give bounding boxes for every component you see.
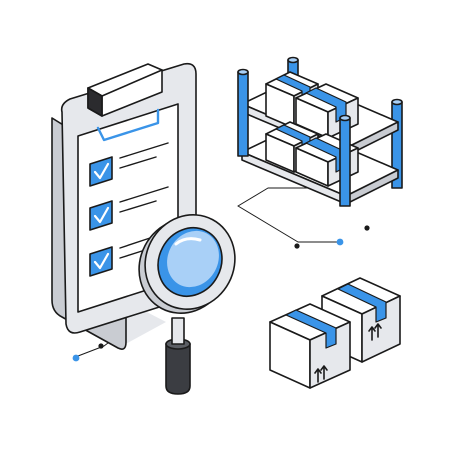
this-side-up-icon [368, 323, 382, 341]
shelf-post [339, 117, 351, 207]
lens-glare [174, 237, 202, 246]
connector-dots [72, 225, 370, 362]
box-icon [269, 303, 351, 389]
checkbox-checked [89, 156, 113, 187]
checkmark-icon [93, 252, 110, 270]
shelf-icon [237, 56, 403, 207]
checkbox-checked [89, 200, 113, 231]
magnifier-icon [138, 214, 236, 395]
checklist-item [89, 186, 169, 231]
checkmark-icon [93, 162, 110, 180]
checkbox-checked [89, 246, 113, 277]
checklist-item [89, 237, 151, 277]
checklist-item [89, 142, 169, 187]
checkmark-icon [93, 206, 110, 224]
floor-boxes [269, 277, 401, 389]
checklist [89, 142, 169, 277]
this-side-up-icon [314, 365, 328, 383]
accent-dot [336, 238, 344, 246]
accent-dot [72, 354, 80, 362]
shelf-post [237, 71, 249, 157]
